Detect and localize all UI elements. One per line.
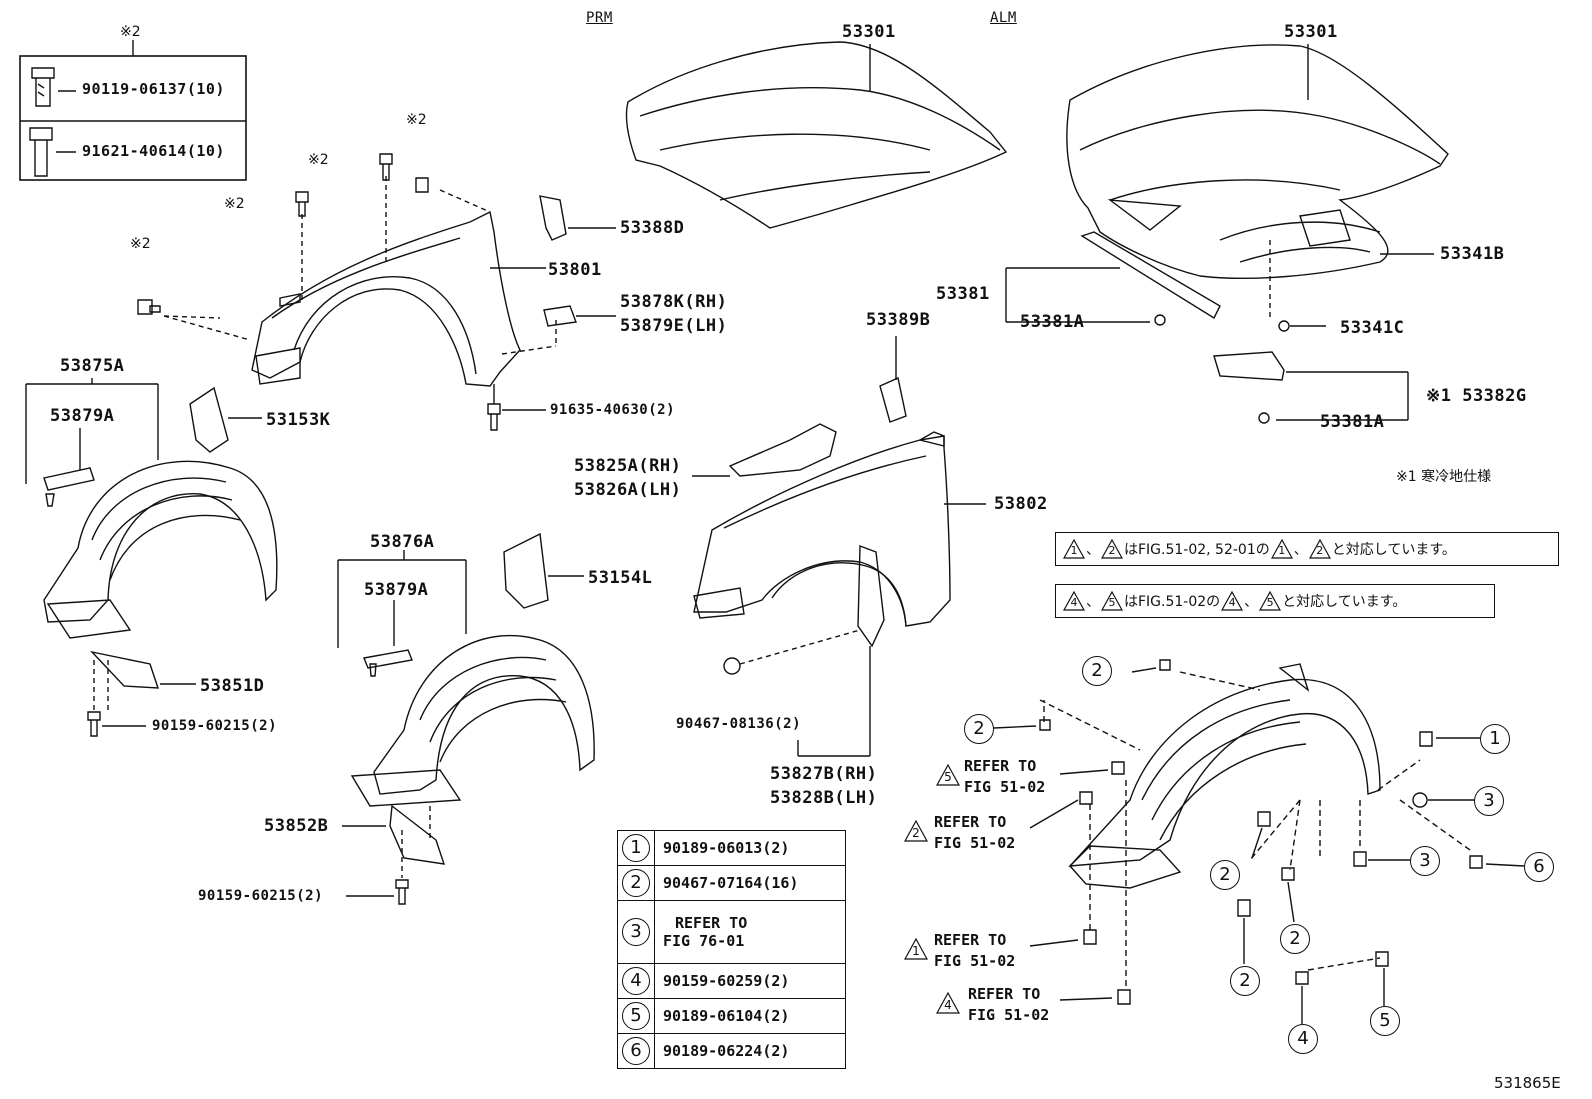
callout-2-d: 2	[1280, 924, 1310, 954]
note-1-triangle-b: 2	[1101, 539, 1123, 559]
legend-part: 90159-60259(2)	[654, 963, 846, 999]
legend-part: 90189-06104(2)	[654, 998, 846, 1034]
variant-alm-label: ALM	[990, 10, 1017, 26]
part-53389b: 53389B	[866, 310, 931, 330]
callout-2-e: 2	[1230, 966, 1260, 996]
callout-4: 4	[1288, 1024, 1318, 1054]
part-53879e: 53879E(LH)	[620, 316, 728, 336]
note-1-triangle-d: 2	[1308, 539, 1331, 559]
note-1-triangle-a: 1	[1063, 539, 1085, 559]
part-53301-prm: 53301	[842, 22, 896, 42]
part-53879a-center: 53879A	[364, 580, 429, 600]
mark-2-a: ※2	[224, 196, 245, 212]
part-53826a: 53826A(LH)	[574, 480, 682, 500]
part-53301-alm: 53301	[1284, 22, 1338, 42]
fender-53801-drawing	[137, 153, 616, 431]
callout-3-a: 3	[1474, 786, 1504, 816]
note-2-triangle-d: 5	[1259, 591, 1282, 611]
refer-triangle-2: 2	[904, 820, 928, 842]
note-2: 4 、 5 はFIG.51-02の 4 、 5 と対応しています。	[1055, 584, 1495, 618]
part-53852b: 53852B	[264, 816, 329, 836]
liner-53875a-drawing	[25, 378, 278, 737]
part-53828b: 53828B(LH)	[770, 788, 878, 808]
bolt-box-part-2: 91621-40614(10)	[82, 142, 225, 160]
part-53876a: 53876A	[370, 532, 435, 552]
bolt-box-part-1: 90119-06137(10)	[82, 80, 225, 98]
part-53153k: 53153K	[266, 410, 331, 430]
bolt-box-frame	[19, 40, 247, 181]
part-53879a-left: 53879A	[50, 406, 115, 426]
part-53341c: 53341C	[1340, 318, 1405, 338]
callout-5: 5	[1370, 1006, 1400, 1036]
callout-6: 6	[1524, 852, 1554, 882]
legend-part: 90189-06224(2)	[654, 1033, 846, 1069]
figure-code: 531865E	[1494, 1074, 1561, 1092]
note-2-triangle-c: 4	[1221, 591, 1244, 611]
hood-prm-drawing	[625, 41, 1008, 229]
part-53827b: 53827B(RH)	[770, 764, 878, 784]
part-90159-left: 90159-60215(2)	[152, 718, 278, 734]
legend-number: 5	[622, 1002, 650, 1030]
part-53382g: ※1 53382G	[1426, 386, 1527, 406]
note-2-triangle-a: 4	[1063, 591, 1085, 611]
legend-number: 4	[622, 967, 650, 995]
variant-prm-label: PRM	[586, 10, 613, 26]
part-53802: 53802	[994, 494, 1048, 514]
refer-triangle-5: 5	[936, 764, 960, 786]
callout-2-a: 2	[1082, 656, 1112, 686]
part-91635: 91635-40630(2)	[550, 402, 676, 418]
callout-2-b: 2	[964, 714, 994, 744]
liner-right-drawing	[993, 659, 1525, 1024]
legend-number: 1	[622, 834, 650, 862]
refer-triangle-4: 4	[936, 992, 960, 1014]
mark-2-d: ※2	[130, 236, 151, 252]
footnote: ※1 寒冷地仕様	[1396, 469, 1492, 485]
callout-2-c: 2	[1210, 860, 1240, 890]
note-2-triangle-b: 5	[1101, 591, 1123, 611]
callout-1: 1	[1480, 724, 1510, 754]
part-53875a: 53875A	[60, 356, 125, 376]
legend-part: 90189-06013(2)	[654, 830, 846, 866]
part-53801: 53801	[548, 260, 602, 280]
part-53154l: 53154L	[588, 568, 653, 588]
fender-53802-drawing	[692, 336, 986, 757]
legend-number: 3	[622, 918, 650, 946]
part-90159-center: 90159-60215(2)	[198, 888, 324, 904]
mark-2-b: ※2	[308, 152, 329, 168]
legend-number: 6	[622, 1037, 650, 1065]
hood-alm-drawing	[1005, 44, 1449, 424]
note-1-triangle-c: 1	[1270, 539, 1293, 559]
part-53381: 53381	[936, 284, 990, 304]
part-53878k: 53878K(RH)	[620, 292, 728, 312]
legend-number: 2	[622, 869, 650, 897]
part-53388d: 53388D	[620, 218, 685, 238]
part-53381a-bottom: 53381A	[1320, 412, 1385, 432]
part-53341b: 53341B	[1440, 244, 1505, 264]
part-53851d: 53851D	[200, 676, 265, 696]
mark-2-c: ※2	[406, 112, 427, 128]
note-1: 1 、 2 はFIG.51-02, 52-01の 1 、 2 と対応しています。	[1055, 532, 1559, 566]
callout-3-b: 3	[1410, 846, 1440, 876]
part-53825a: 53825A(RH)	[574, 456, 682, 476]
legend-part: 90467-07164(16)	[654, 865, 846, 901]
part-90467: 90467-08136(2)	[676, 716, 802, 732]
liner-53876a-drawing	[337, 532, 595, 905]
part-53381a-top: 53381A	[1020, 312, 1085, 332]
bolt-box-mark: ※2	[120, 24, 141, 40]
refer-triangle-1: 1	[904, 938, 928, 960]
